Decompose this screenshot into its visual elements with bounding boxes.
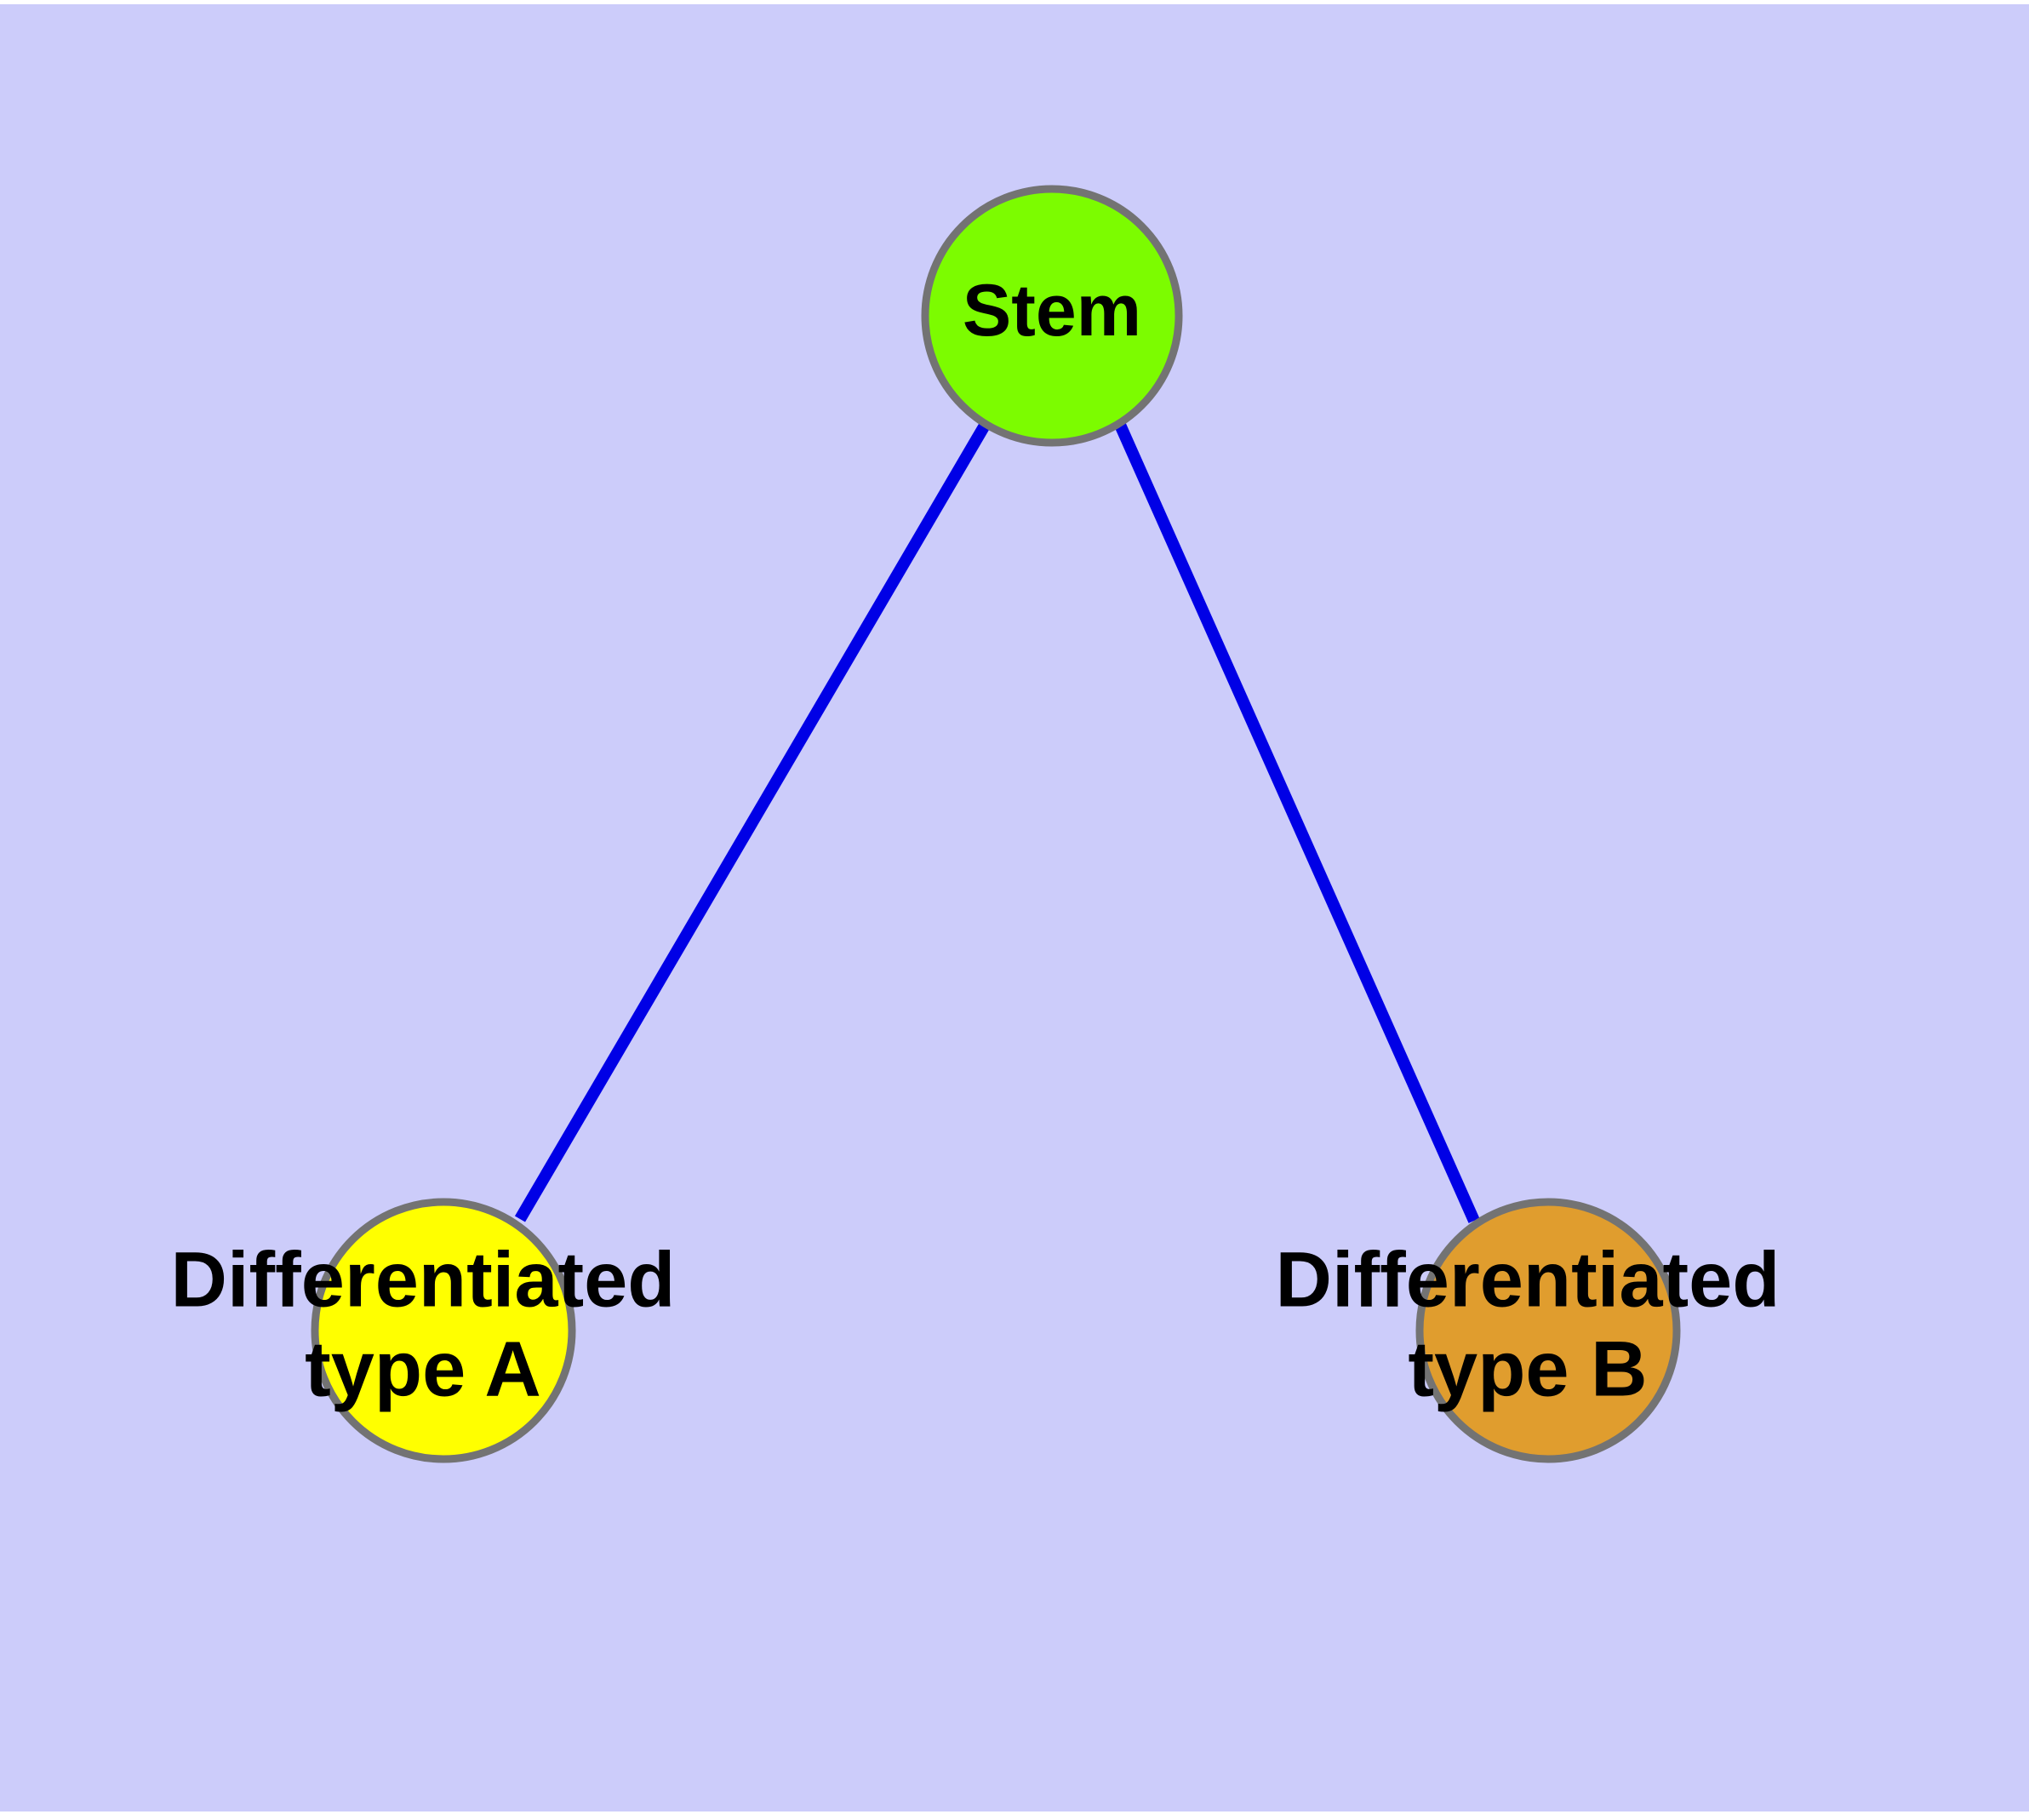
node-stem-label: Stem	[963, 270, 1141, 352]
edge-layer	[514, 421, 1480, 1223]
node-differentiated-type-b-label-line: type B	[1408, 1326, 1647, 1413]
node-differentiated-type-a-label-line: type A	[305, 1326, 541, 1413]
node-differentiated-type-a-circle[interactable]	[311, 1198, 576, 1463]
node-differentiated-type-a-label-line: Differentiated	[171, 1237, 676, 1324]
edge-stem-to-differentiated-type-b	[1114, 422, 1480, 1223]
node-differentiated-type-b-circle[interactable]	[1415, 1198, 1681, 1463]
edge-stem-to-differentiated-type-a	[514, 421, 992, 1222]
node-stem-circle[interactable]	[921, 185, 1183, 447]
node-stem[interactable]: Stem	[921, 185, 1183, 447]
node-stem-label-line: Stem	[963, 270, 1141, 352]
node-differentiated-type-b-label-line: Differentiated	[1276, 1237, 1780, 1324]
